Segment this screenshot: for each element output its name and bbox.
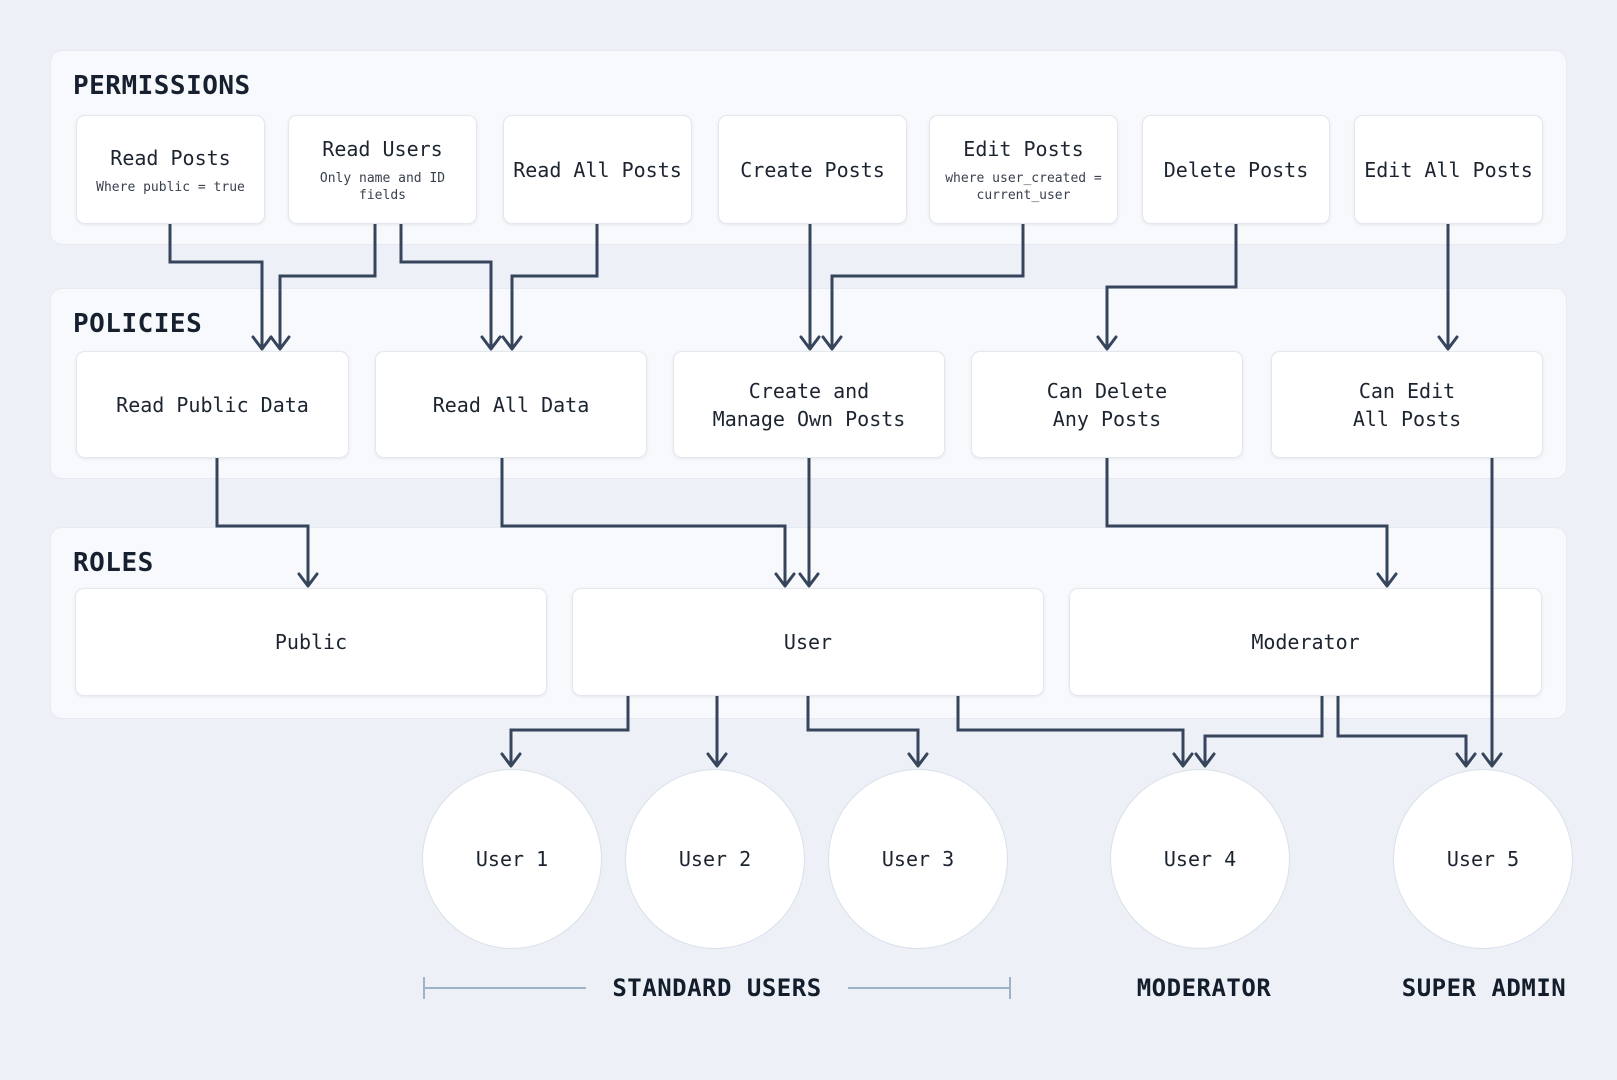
permission-read-all-posts: Read All Posts [503, 115, 692, 224]
group-label-super-admin: SUPER ADMIN [1401, 974, 1567, 1002]
role-public: Public [75, 588, 547, 696]
user-circle-user-1: User 1 [422, 769, 602, 949]
arrowhead-icon [1194, 752, 1216, 768]
policy-read-all-data: Read All Data [375, 351, 647, 458]
permission-read-users-condition: Only name and ID fields [319, 171, 446, 203]
user-circle-user-3: User 3 [828, 769, 1008, 949]
arrowhead-icon [706, 752, 728, 768]
policy-create-manage-own-posts-label: Create and Manage Own Posts [712, 378, 906, 431]
arrowhead-icon [1481, 752, 1503, 768]
policy-read-all-data-label: Read All Data [432, 392, 590, 417]
permission-create-posts-label: Create Posts [740, 157, 885, 182]
permissions-section-label: PERMISSIONS [73, 71, 251, 101]
user-circle-user-5-label: User 5 [1446, 847, 1520, 871]
arrowhead-icon [907, 752, 929, 768]
permission-edit-posts: Edit Posts where user_created = current_u… [929, 115, 1118, 224]
group-label-standard-users: STANDARD USERS [612, 974, 822, 1002]
policy-can-edit-all-posts: Can Edit All Posts [1271, 351, 1543, 458]
policy-read-public-data-label: Read Public Data [116, 392, 309, 417]
permission-edit-posts-condition: where user_created = current_user [945, 171, 1102, 203]
permission-read-users-label: Read Users [322, 137, 443, 161]
user-circle-user-4: User 4 [1110, 769, 1290, 949]
permission-read-all-posts-label: Read All Posts [513, 157, 682, 182]
permission-delete-posts-label: Delete Posts [1163, 157, 1309, 182]
permission-create-posts: Create Posts [718, 115, 907, 224]
policy-can-delete-any-posts: Can Delete Any Posts [971, 351, 1243, 458]
user-circle-user-3-label: User 3 [881, 847, 955, 871]
roles-section-label: ROLES [73, 548, 154, 578]
user-circle-user-4-label: User 4 [1163, 847, 1237, 871]
arrowhead-icon [1172, 752, 1194, 768]
role-user-label: User [783, 630, 833, 654]
permission-delete-posts: Delete Posts [1142, 115, 1330, 224]
arrowhead-icon [500, 752, 522, 768]
permission-read-posts-label: Read Posts [110, 145, 231, 170]
policy-can-edit-all-posts-label: Can Edit All Posts [1352, 378, 1462, 431]
arrowhead-icon [1455, 752, 1477, 768]
policies-section-label: POLICIES [73, 309, 203, 339]
permission-edit-all-posts: Edit All Posts [1354, 115, 1543, 224]
policy-can-delete-any-posts-label: Can Delete Any Posts [1046, 378, 1168, 431]
user-circle-user-2: User 2 [625, 769, 805, 949]
permission-edit-posts-label: Edit Posts [963, 137, 1084, 161]
user-circle-user-1-label: User 1 [475, 847, 549, 871]
permission-read-posts-condition: Where public = true [96, 179, 245, 195]
user-circle-user-2-label: User 2 [678, 847, 752, 871]
policy-read-public-data: Read Public Data [76, 351, 349, 458]
role-user: User [572, 588, 1044, 696]
role-moderator: Moderator [1069, 588, 1542, 696]
role-public-label: Public [274, 630, 348, 654]
role-moderator-label: Moderator [1251, 630, 1360, 654]
user-circle-user-5: User 5 [1393, 769, 1573, 949]
permission-edit-all-posts-label: Edit All Posts [1364, 157, 1533, 182]
policy-create-manage-own-posts: Create and Manage Own Posts [673, 351, 945, 458]
group-label-moderator: MODERATOR [1136, 974, 1272, 1002]
